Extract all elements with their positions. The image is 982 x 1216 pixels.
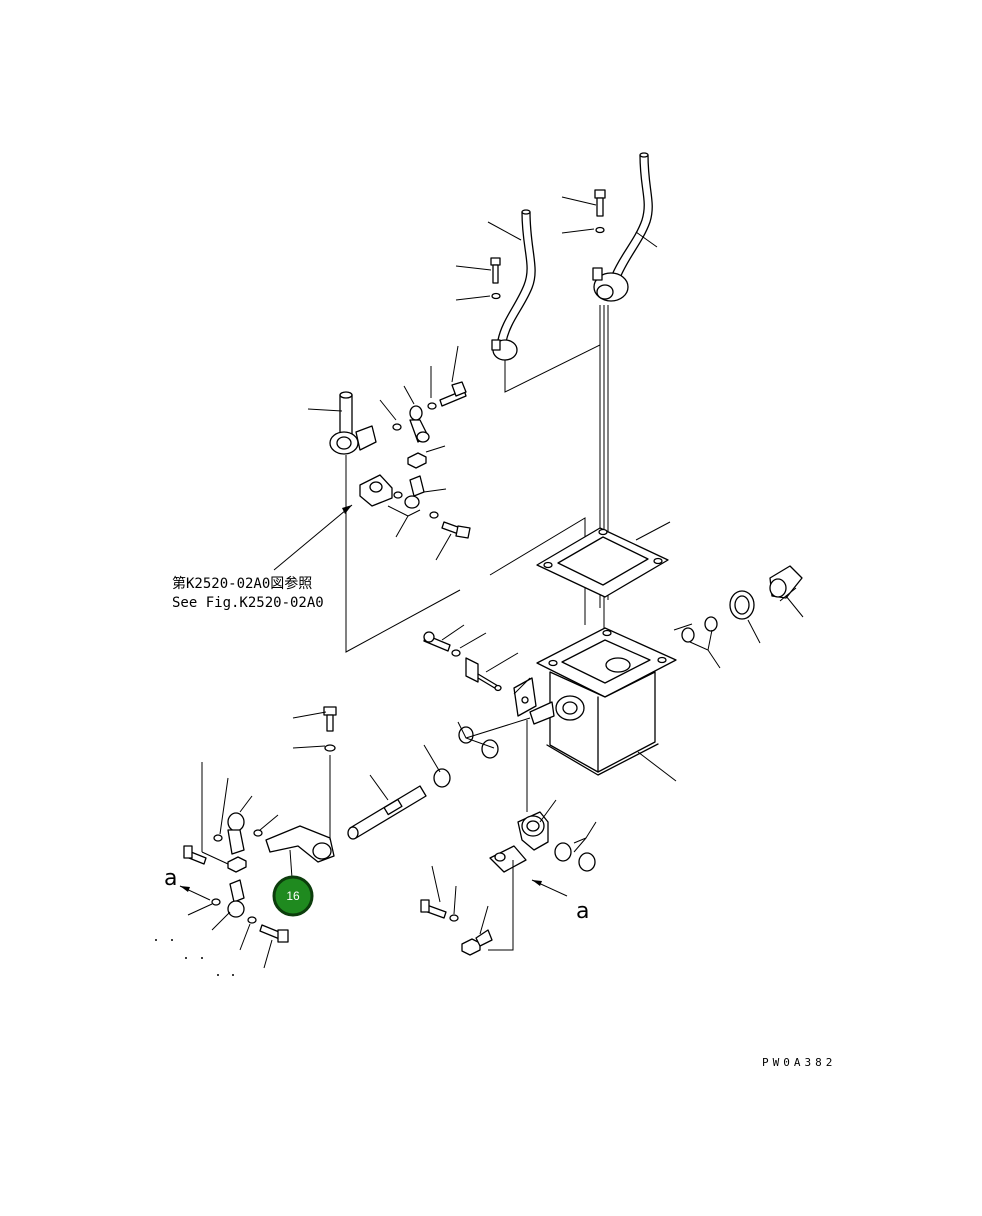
washer-lower-left-a [213, 834, 223, 842]
bolt-lower-arm [323, 706, 337, 752]
nut-upper [407, 452, 427, 469]
washer-lower-right [449, 914, 459, 922]
bolt-middle [441, 521, 471, 539]
callout-16[interactable]: 16 [272, 875, 314, 917]
washer-lower-b [247, 916, 257, 924]
pin-bracket [465, 657, 502, 692]
clamp-block [359, 474, 393, 507]
washer-middle-a [393, 491, 403, 499]
bolt-right-lever [594, 189, 606, 234]
reference-note-en: See Fig.K2520-02A0 [172, 595, 324, 611]
leader-lines [187, 196, 804, 969]
knob-boot [769, 565, 803, 599]
bolt-lower-left [183, 845, 207, 865]
drawing-code: PW0A382 [762, 1056, 836, 1069]
rod-end-middle [404, 475, 425, 509]
rod-end-upper [409, 405, 430, 443]
reference-note-jp: 第K2520-02A0図参照 [172, 575, 312, 592]
washer-upper-b [427, 402, 437, 410]
bolt-lower-right [420, 899, 447, 919]
side-bracket [513, 677, 585, 725]
left-control-lever [491, 209, 536, 361]
nut-lower-left [227, 856, 247, 873]
reference-arrow-head [342, 505, 352, 514]
bolt-upper [439, 381, 467, 407]
right-control-lever [592, 152, 653, 302]
washer-bracket [451, 649, 461, 657]
view-label-a-left: a [164, 866, 177, 891]
bolt-lower [259, 924, 289, 943]
washer-middle-b [429, 511, 439, 519]
view-a-arrow-left [180, 886, 190, 892]
rod-end-lower-left [227, 812, 245, 855]
dot-marks [155, 939, 234, 976]
washer-upper-a [392, 423, 402, 431]
lower-lever-arm [265, 825, 335, 863]
main-shaft [347, 785, 427, 840]
lower-pivot-bracket [489, 811, 549, 873]
upper-pivot-bracket [329, 391, 377, 455]
bolt-bracket [423, 631, 451, 652]
washer-lower-left-b [253, 829, 263, 837]
bushing-b [433, 768, 451, 788]
bushing-set-c [554, 842, 596, 872]
bushing-right-small [681, 616, 718, 643]
washer-lower-a [211, 898, 221, 906]
rod-end-lower-right [461, 929, 493, 956]
gasket-plate [536, 527, 669, 598]
rod-end-lower [227, 879, 245, 918]
needle-bearing [729, 590, 755, 620]
view-label-a-right: a [576, 899, 589, 924]
bolt-left-lever [490, 257, 501, 300]
callout-16-label: 16 [286, 889, 300, 903]
view-a-arrow-right [532, 880, 542, 886]
